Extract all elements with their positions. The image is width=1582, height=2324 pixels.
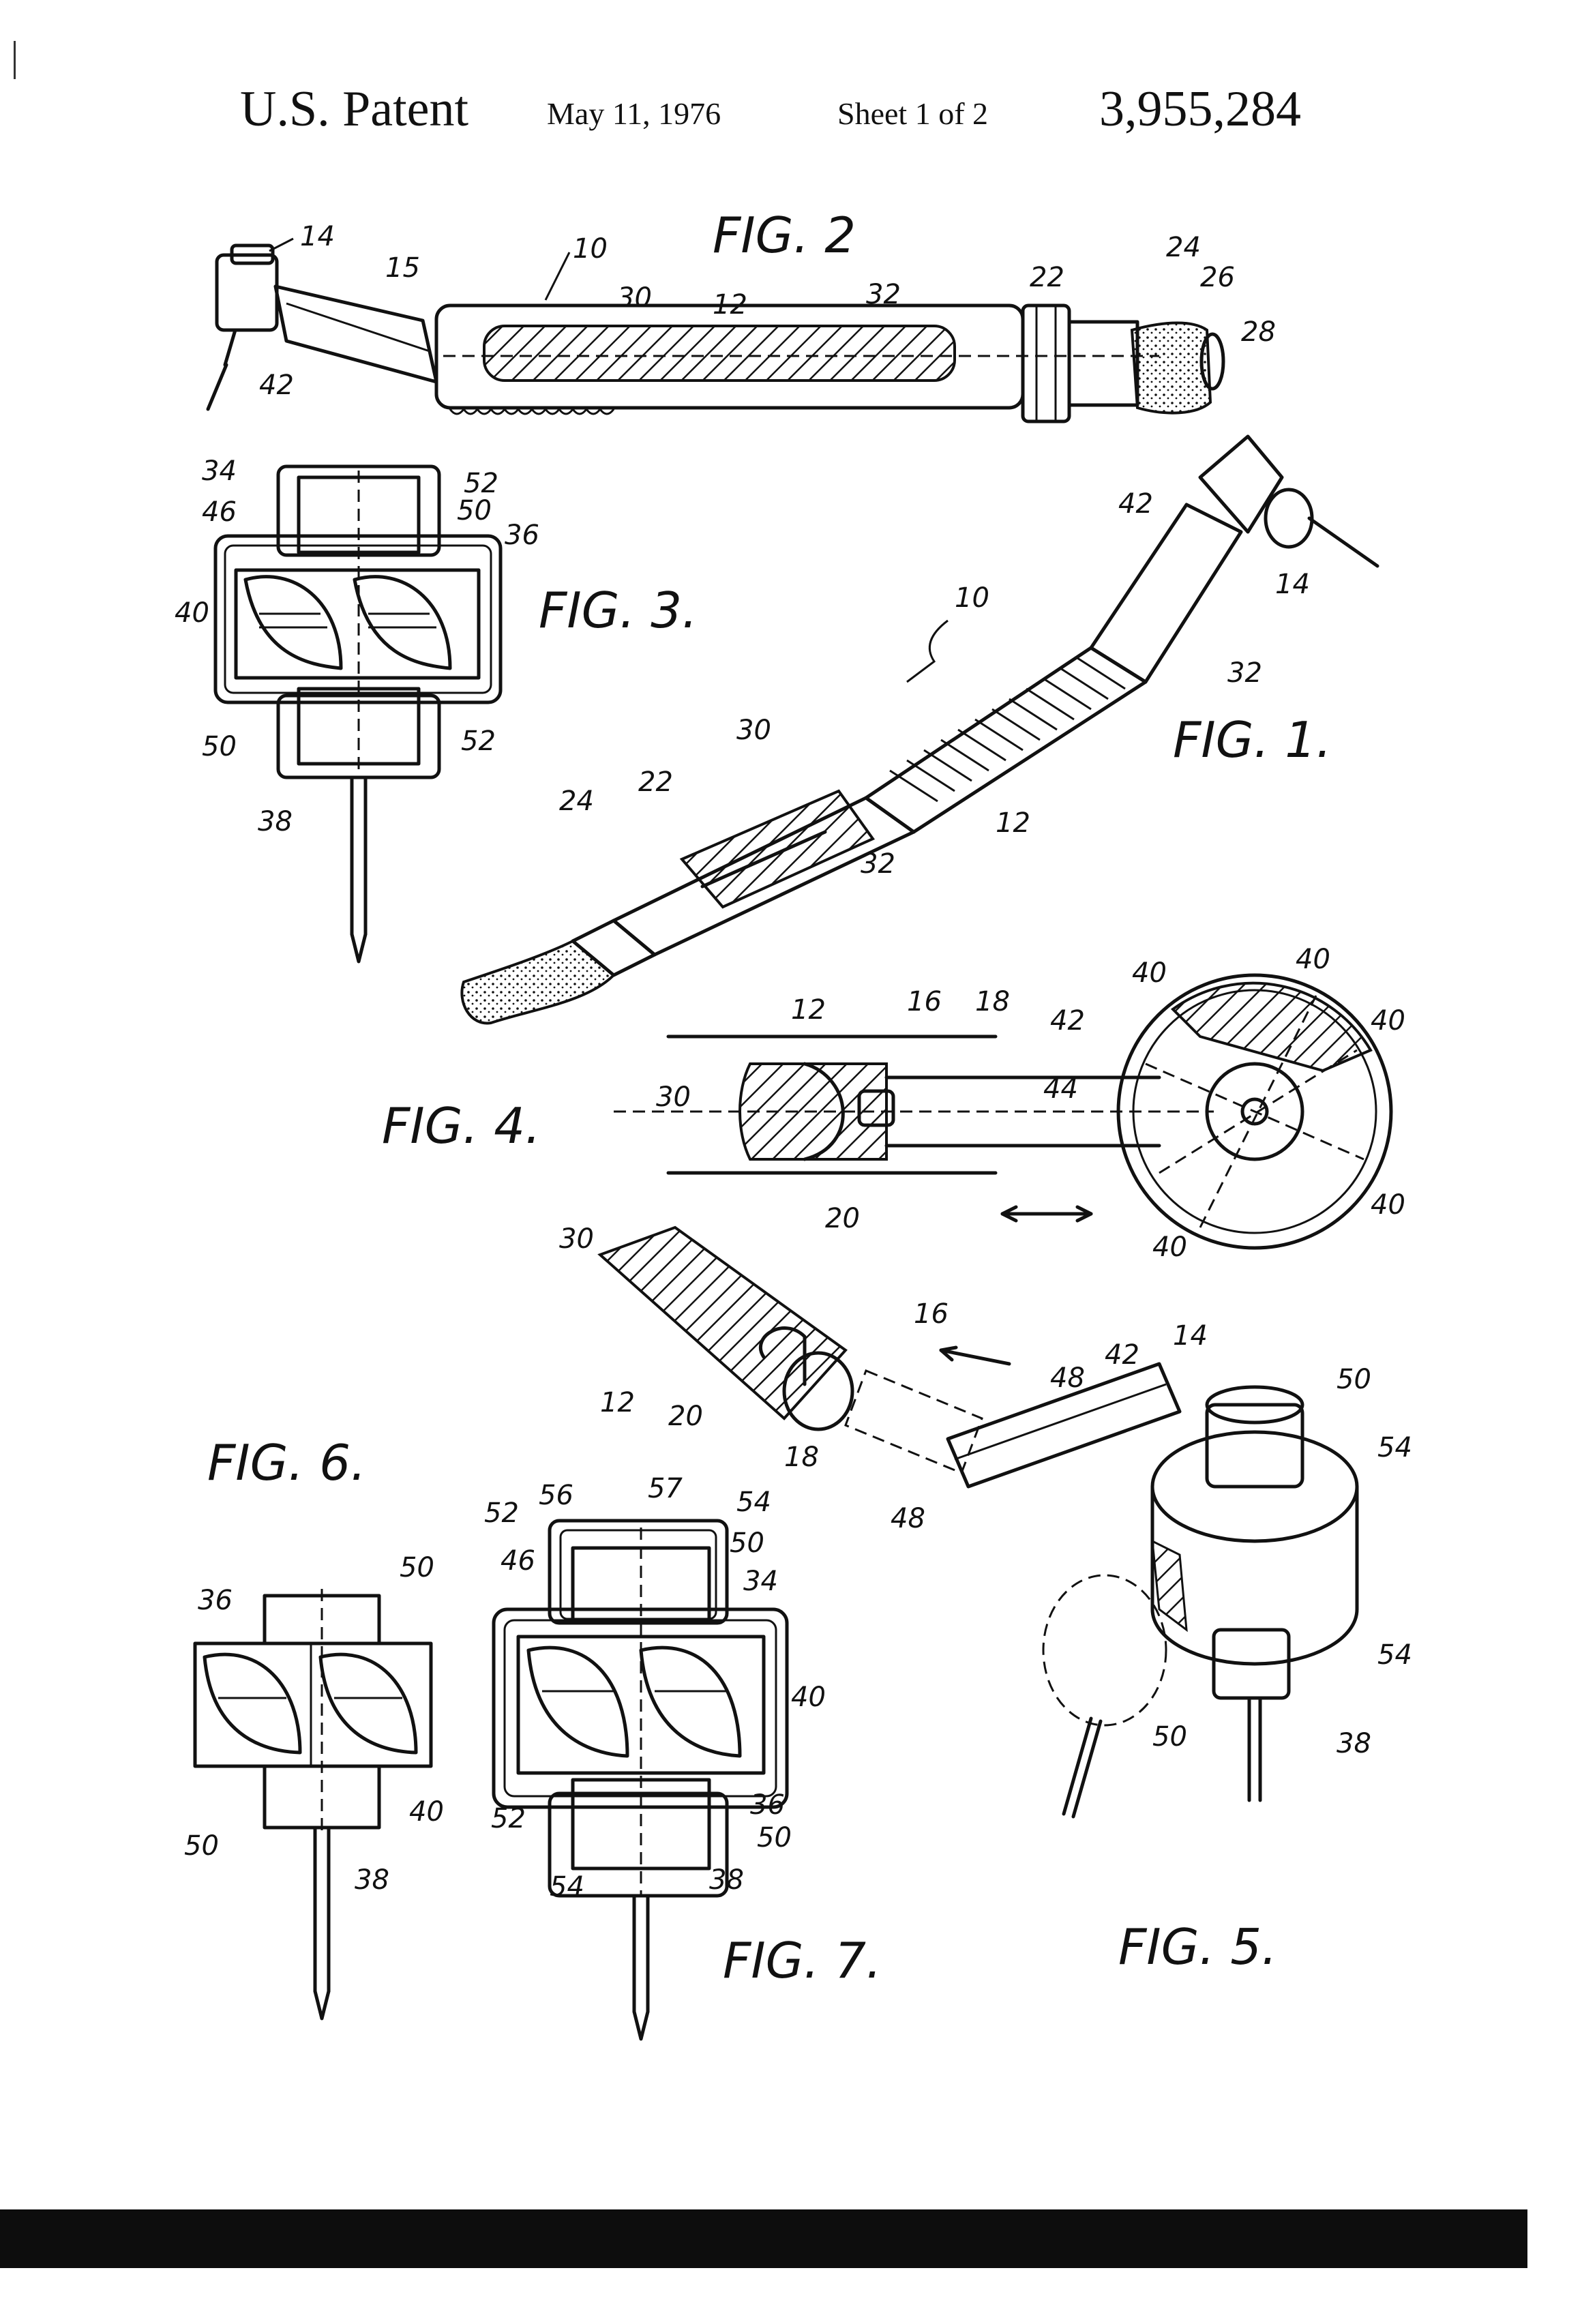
ref-50b: 50 <box>202 731 237 762</box>
ref-36-f7: 36 <box>750 1789 785 1821</box>
ref-52b: 52 <box>461 726 496 757</box>
ref-42-f1: 42 <box>1118 488 1153 520</box>
ref-40-f7: 40 <box>791 1682 826 1713</box>
ref-46: 46 <box>202 496 237 528</box>
ref-12-f5: 12 <box>600 1387 635 1418</box>
ref-50-f5b: 50 <box>1152 1721 1187 1753</box>
ref-54-f5a: 54 <box>1377 1432 1412 1463</box>
fig7-label: FIG. 7. <box>723 1932 882 1989</box>
ref-10: 10 <box>573 233 608 265</box>
ref-38-f6: 38 <box>355 1864 389 1896</box>
ref-32-f1: 32 <box>1227 657 1262 689</box>
ref-50-f5a: 50 <box>1337 1364 1371 1395</box>
ref-20-f4: 20 <box>825 1203 860 1234</box>
ref-12-f4: 12 <box>791 994 826 1026</box>
ref-52-f7b: 52 <box>491 1803 526 1834</box>
fig7-reference-numerals: 56 57 54 50 52 46 34 40 52 36 50 54 38 F… <box>484 1473 882 1989</box>
ref-40-f4c: 40 <box>1371 1005 1405 1037</box>
ref-57-f7: 57 <box>648 1473 683 1504</box>
ref-14-f5: 14 <box>1173 1320 1208 1352</box>
ref-42-f5: 42 <box>1105 1339 1139 1371</box>
ref-10-f1: 10 <box>955 582 989 614</box>
ref-24-f1: 24 <box>559 786 594 817</box>
ref-52-f7a: 52 <box>484 1498 519 1529</box>
ref-44-f4: 44 <box>1043 1073 1078 1105</box>
ref-36-f6: 36 <box>198 1585 233 1616</box>
ref-34: 34 <box>202 456 237 487</box>
fig3-reference-numerals: 34 46 40 52 50 36 50 52 38 FIG. 3. <box>175 456 698 837</box>
fig2-label: FIG. 2 <box>713 207 856 264</box>
ref-48-f5b: 48 <box>891 1503 925 1534</box>
ref-16-f5: 16 <box>914 1298 949 1330</box>
ref-56-f7: 56 <box>539 1480 573 1511</box>
ref-40-f4b: 40 <box>1296 944 1330 975</box>
fig6-rotor-shaft <box>195 1589 431 2018</box>
ref-30-f1: 30 <box>736 715 771 746</box>
ref-40-f6: 40 <box>409 1796 444 1828</box>
ref-50-f6b: 50 <box>184 1830 219 1862</box>
ref-54-f7b: 54 <box>550 1871 584 1903</box>
ref-18-f4: 18 <box>975 986 1010 1017</box>
fig5-reference-numerals: 30 16 12 20 18 48 48 42 14 50 54 54 50 3… <box>559 1223 1412 1976</box>
ref-14-f1: 14 <box>1275 569 1310 600</box>
ref-54-f7a: 54 <box>736 1487 771 1518</box>
ref-50-f7b: 50 <box>757 1822 792 1853</box>
ref-34-f7: 34 <box>743 1566 778 1597</box>
ref-50: 50 <box>457 495 492 526</box>
ref-32: 32 <box>866 279 901 310</box>
ref-48-f5a: 48 <box>1050 1362 1085 1394</box>
ref-12-f1: 12 <box>996 807 1030 839</box>
ref-32b-f1: 32 <box>861 848 895 880</box>
fig4-label: FIG. 4. <box>382 1097 541 1154</box>
ref-20-f5: 20 <box>668 1401 703 1432</box>
ref-16-f4: 16 <box>907 986 942 1017</box>
fig6-label: FIG. 6. <box>207 1434 366 1491</box>
ref-24: 24 <box>1166 232 1201 263</box>
fig5-label: FIG. 5. <box>1118 1918 1277 1976</box>
ref-42: 42 <box>259 370 294 401</box>
fig2-handpiece-side-view <box>208 245 1223 421</box>
ref-28: 28 <box>1241 316 1276 348</box>
ref-54-f5b: 54 <box>1377 1639 1412 1671</box>
ref-14: 14 <box>300 221 335 252</box>
fig3-label: FIG. 3. <box>539 582 698 639</box>
ref-46-f7: 46 <box>501 1545 535 1577</box>
scan-bottom-band <box>0 2209 1527 2268</box>
ref-38-f5: 38 <box>1337 1728 1371 1759</box>
ref-22: 22 <box>1030 262 1064 293</box>
ref-38: 38 <box>258 806 293 837</box>
ref-50-f7a: 50 <box>730 1528 764 1559</box>
ref-38-f7: 38 <box>709 1864 744 1896</box>
ref-40: 40 <box>175 597 209 629</box>
ref-36: 36 <box>505 520 539 551</box>
ref-40-f4e: 40 <box>1152 1232 1187 1263</box>
ref-12: 12 <box>713 289 747 321</box>
ref-40-f4a: 40 <box>1132 957 1167 989</box>
ref-40-f4d: 40 <box>1371 1189 1405 1221</box>
ref-30-f4: 30 <box>656 1082 691 1113</box>
ref-30: 30 <box>617 282 652 314</box>
ref-50-f6a: 50 <box>400 1552 434 1583</box>
ref-15: 15 <box>385 252 420 284</box>
ref-30-f5: 30 <box>559 1223 594 1255</box>
ref-42-f4: 42 <box>1050 1005 1085 1037</box>
fig1-reference-numerals: 42 14 10 32 12 32 30 22 24 FIG. 1. <box>559 488 1332 880</box>
ref-18-f5: 18 <box>784 1442 819 1473</box>
ref-22-f1: 22 <box>638 766 673 798</box>
fig3-turbine-cartridge <box>215 466 501 962</box>
ref-26: 26 <box>1200 262 1235 293</box>
fig1-label: FIG. 1. <box>1173 711 1332 769</box>
